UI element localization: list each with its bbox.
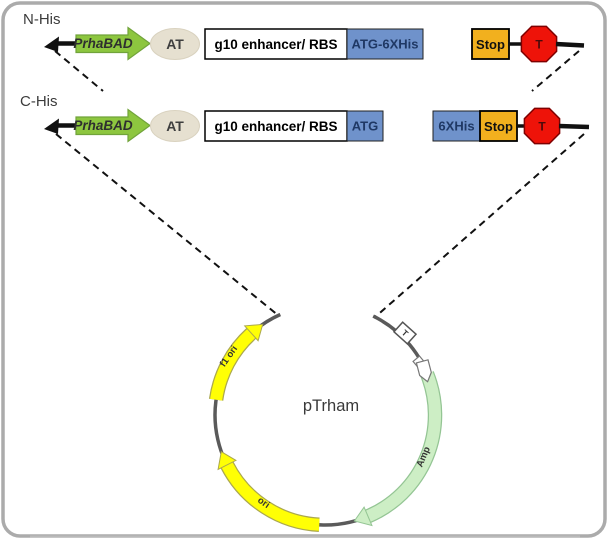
atg-6xhis-box	[346, 28, 424, 60]
plasmid-map: Amp ori f1 ori T pTrham	[208, 312, 443, 533]
circle-element-arrow-icon	[415, 359, 432, 383]
atg-6xhis-label: ATG-6XHis	[352, 37, 419, 52]
promoter-arrow-icon	[75, 108, 152, 143]
enhancer-rbs-label: g10 enhancer/ RBS	[214, 119, 337, 134]
left-arrowhead-icon	[44, 36, 59, 52]
stop-label: Stop	[476, 37, 505, 52]
promoter-label: PrhaBAD	[73, 36, 133, 51]
circle-terminator-rect	[392, 321, 418, 345]
dashed-line-nhis-right	[531, 50, 580, 92]
c-his-construct: C-His PrhaBAD AT g10 enhancer/ RBS ATG 6…	[20, 93, 590, 145]
circle-terminator-label: T	[400, 328, 411, 339]
zoom-dashed-lines	[54, 50, 585, 319]
terminator-octagon-icon	[523, 107, 561, 145]
amp-arrowhead-icon	[353, 506, 373, 527]
f1-ori-arrowhead-icon	[243, 323, 264, 342]
ori-arrowhead-icon	[217, 450, 237, 471]
left-arrowhead-icon	[44, 118, 59, 134]
backbone-line-right	[558, 123, 590, 130]
f1-ori-arc	[210, 328, 256, 401]
enhancer-rbs-label: g10 enhancer/ RBS	[214, 37, 337, 52]
dashed-line-nhis-left	[54, 50, 104, 92]
plasmid-name: pTrham	[303, 397, 359, 415]
n-his-label: N-His	[23, 11, 61, 28]
stop-label: Stop	[484, 119, 513, 134]
atg-label: ATG	[352, 119, 378, 134]
promoter-label: PrhaBAD	[73, 118, 133, 133]
circle-terminator-box: T	[392, 321, 418, 345]
n-his-construct: N-His PrhaBAD AT g10 enhancer/ RBS ATG-6…	[23, 11, 585, 63]
at-label: AT	[166, 36, 184, 52]
backbone-line-right	[555, 41, 585, 48]
terminator-label: T	[535, 38, 543, 52]
at-label: AT	[166, 118, 184, 134]
enhancer-rbs-box	[204, 28, 348, 60]
enhancer-rbs-box	[204, 110, 348, 142]
atg-box	[346, 110, 384, 142]
amp-arc	[365, 371, 442, 522]
at-oval	[150, 28, 200, 60]
at-oval	[150, 110, 200, 142]
c-his-label: C-His	[20, 93, 58, 110]
terminator-octagon-icon	[520, 25, 558, 63]
promoter-arrow-icon	[75, 26, 152, 61]
ori-arc	[221, 462, 320, 531]
terminator-label: T	[538, 120, 546, 134]
6xhis-label: 6XHis	[438, 119, 474, 134]
6xhis-box	[432, 110, 481, 142]
dashed-line-chis-right	[373, 133, 585, 319]
